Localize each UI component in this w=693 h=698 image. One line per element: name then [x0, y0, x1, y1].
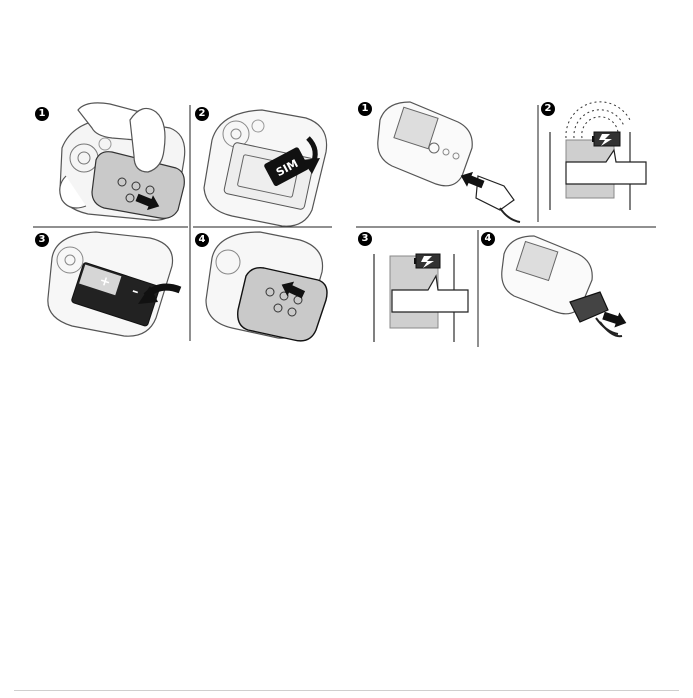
panel-left-4-illustration: [206, 232, 327, 341]
step-number-right-2: 2: [541, 102, 555, 116]
panel-right-1-illustration: [378, 102, 520, 222]
step-number-left-4: 4: [195, 233, 209, 247]
step-number-right-3: 3: [358, 232, 372, 246]
step-number-right-4: 4: [481, 232, 495, 246]
step-number-right-1: 1: [358, 102, 372, 116]
panel-right-4-illustration: [502, 236, 629, 336]
panel-right-2-illustration: [550, 102, 646, 210]
panel-right-3-illustration: [374, 254, 468, 342]
page-bottom-rule: [14, 690, 679, 691]
charging-battery-icon: [592, 132, 620, 146]
step-number-left-3: 3: [35, 233, 49, 247]
charging-battery-icon: [414, 254, 440, 268]
panel-left-2-illustration: SIM: [204, 110, 327, 226]
step-number-left-2: 2: [195, 107, 209, 121]
panel-left-1-illustration: [60, 103, 185, 220]
panel-left-3-illustration: + –: [48, 232, 180, 336]
step-number-left-1: 1: [35, 107, 49, 121]
